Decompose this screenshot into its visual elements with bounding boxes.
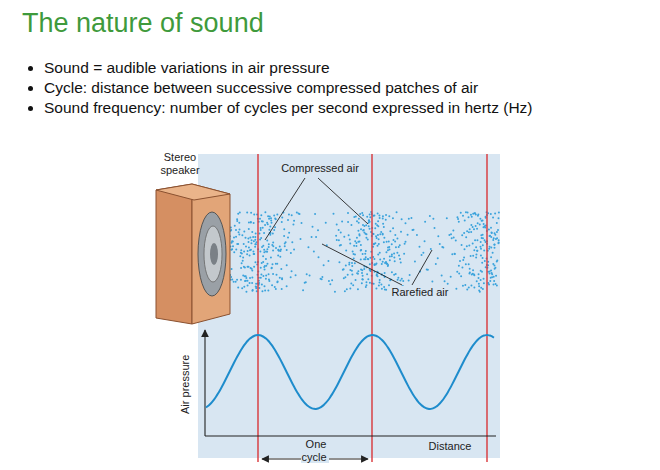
slide-title: The nature of sound [22,8,264,39]
rarefied-label: Rarefied air [380,286,460,299]
cycle-markers [258,154,487,462]
bullet-text: Sound = audible variations in air pressu… [44,58,644,78]
pressure-wave [206,335,494,409]
bullet-list: Sound = audible variations in air pressu… [22,58,644,117]
axes [205,330,496,459]
axis-label: Distance [420,440,480,453]
bullet-text: Cycle: distance between successive compr… [44,78,644,98]
speaker-label: Stereo speaker [150,151,210,176]
cycle-label: One cycle [290,438,340,463]
bullet-text: Sound frequency: number of cycles per se… [44,98,644,118]
compressed-label: Compressed air [270,162,370,175]
leader-lines [265,178,432,285]
stereo-speaker [156,184,230,324]
axis-label: Air pressure [179,349,192,419]
air-particles [217,211,500,296]
background-panel [198,154,500,458]
